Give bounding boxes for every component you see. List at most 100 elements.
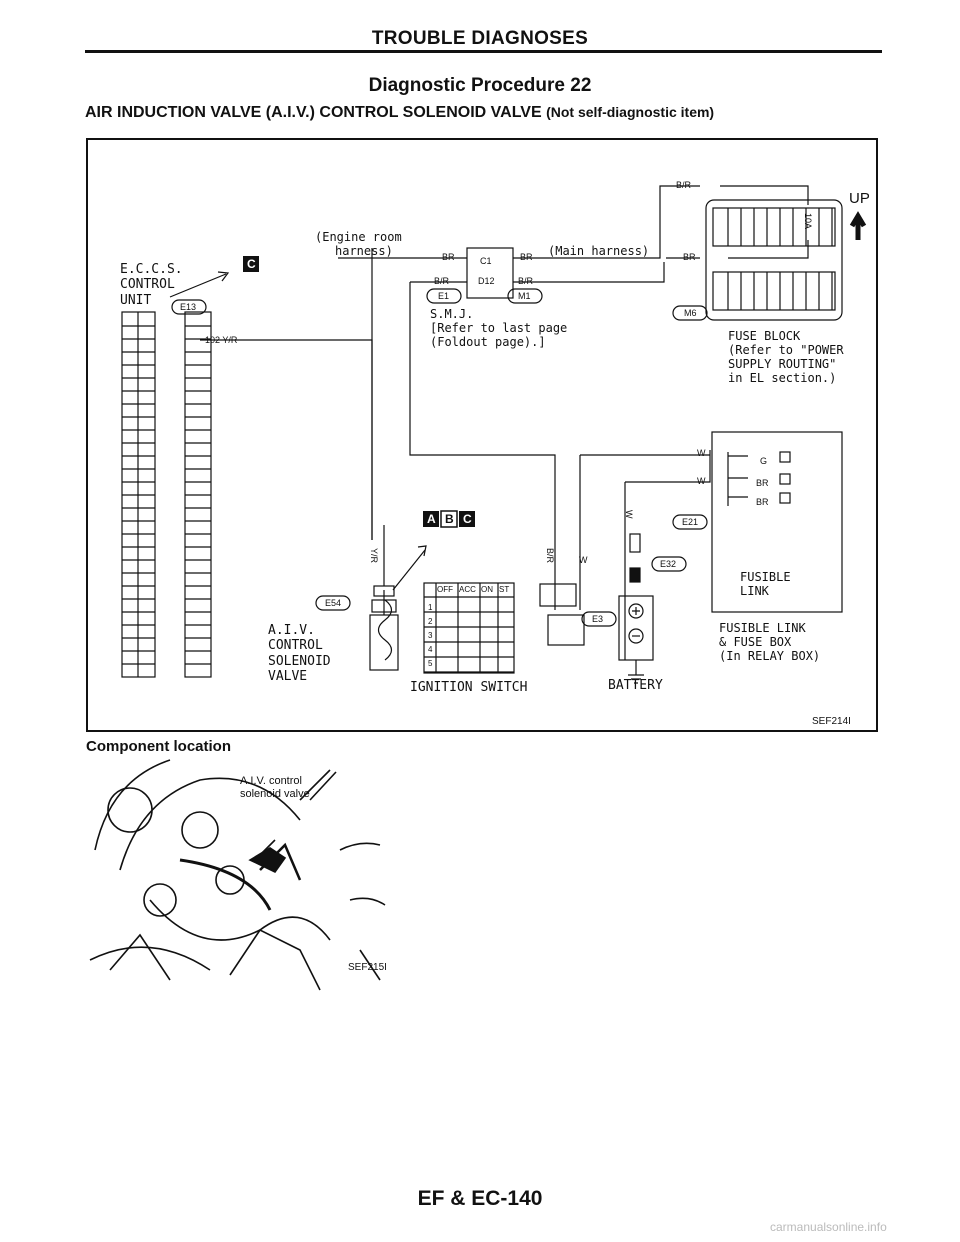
- smj-line-3: (Foldout page).]: [430, 335, 546, 350]
- connector-e21: E21: [682, 517, 699, 527]
- callout-line-2: solenoid valve: [240, 788, 310, 801]
- connector-e32: E32: [660, 559, 677, 569]
- aiv-valve-body: [369, 614, 399, 671]
- fusible-link-line-2: LINK: [740, 584, 769, 599]
- engine-harness-line-1: (Engine room: [315, 230, 402, 244]
- connector-m6: M6: [684, 308, 697, 318]
- callout-line-1: A.I.V. control: [240, 775, 302, 787]
- ign-row-3: 3: [428, 631, 433, 640]
- fl-wire-br-2: BR: [756, 497, 769, 507]
- fusible-link-cell: [779, 492, 791, 504]
- component-photo: [89, 759, 386, 991]
- photo-callout: A.I.V. control solenoid valve: [240, 775, 310, 801]
- smj-line-1: S.M.J.: [430, 307, 474, 321]
- connector-c1: C1: [480, 256, 492, 266]
- watermark: carmanualsonline.info: [770, 1220, 887, 1234]
- eccs-line-1: E.C.C.S.: [120, 262, 183, 277]
- connector-e54: E54: [325, 598, 342, 608]
- fuse-block-label: FUSE BLOCK (Refer to "POWER SUPPLY ROUTI…: [728, 329, 844, 386]
- fuse-block-line-2: (Refer to "POWER: [728, 343, 844, 358]
- wire-br-r-1: B/R: [434, 276, 450, 286]
- engine-harness-label: (Engine room harness): [315, 230, 402, 258]
- wire-br-2: BR: [520, 252, 533, 262]
- wire-w-1: W: [697, 448, 706, 458]
- engine-harness-line-2: harness): [335, 244, 393, 259]
- page-number: EF & EC-140: [417, 1187, 543, 1210]
- ign-col-off: OFF: [437, 585, 453, 594]
- main-harness-label: (Main harness): [548, 244, 650, 258]
- aiv-label: A.I.V. CONTROL SOLENOID VALVE: [268, 623, 331, 684]
- aiv-line-2: CONTROL: [268, 638, 323, 654]
- ign-row-2: 2: [428, 617, 433, 626]
- fusible-link-elements: [728, 451, 791, 504]
- section-header: TROUBLE DIAGNOSES: [371, 28, 589, 49]
- fusible-link-label: FUSIBLE LINK: [740, 570, 791, 598]
- ignition-rows: 1 2 3 4 5: [428, 603, 432, 673]
- fuse-block-line-4: in EL section.): [728, 371, 837, 386]
- figure-code-1: SEF214I: [812, 716, 851, 727]
- wiring-diagram-frame: [86, 138, 878, 732]
- subtitle-note: (Not self-diagnostic item): [546, 104, 715, 120]
- fl-box-line-3: (In RELAY BOX): [719, 649, 821, 664]
- aiv-line-3: SOLENOID: [268, 653, 331, 669]
- fl-wire-br-1: BR: [756, 478, 769, 488]
- up-label: UP: [849, 190, 870, 207]
- wire-br-1: BR: [442, 252, 455, 262]
- wire-br-3: BR: [683, 252, 696, 262]
- abc-b: B: [445, 512, 454, 526]
- abc-badges: [243, 256, 475, 528]
- abc-c: C: [463, 512, 472, 526]
- fusible-link-line-1: FUSIBLE: [740, 570, 791, 584]
- fuse-block-cells: [727, 208, 833, 310]
- connector-e13: E13: [180, 302, 197, 312]
- pin-label-102: 102 Y/R: [205, 335, 238, 345]
- subtitle-main: AIR INDUCTION VALVE (A.I.V.) CONTROL SOL…: [85, 104, 542, 121]
- fl-box-line-1: FUSIBLE LINK: [719, 621, 806, 635]
- procedure-title: Diagnostic Procedure 22: [368, 75, 592, 96]
- ignition-switch-label: IGNITION SWITCH: [410, 680, 528, 695]
- aiv-line-4: VALVE: [268, 668, 308, 684]
- fuse-block-line-3: SUPPLY ROUTING": [728, 357, 837, 372]
- procedure-subtitle: AIR INDUCTION VALVE (A.I.V.) CONTROL SOL…: [85, 104, 714, 122]
- wire-br-r-3: B/R: [676, 180, 692, 190]
- battery-label: BATTERY: [608, 678, 663, 693]
- ign-row-1: 1: [428, 603, 433, 612]
- ign-row-5: 5: [428, 659, 433, 668]
- eccs-line-2: CONTROL: [120, 277, 175, 293]
- wire-yr: Y/R: [369, 548, 379, 564]
- wire-w-batt: W: [624, 510, 634, 519]
- eccs-label: E.C.C.S. CONTROL UNIT: [120, 262, 183, 308]
- ign-col-st: ST: [499, 585, 510, 594]
- connector-e3: E3: [592, 614, 604, 624]
- header-rule: [85, 50, 882, 53]
- wire-br-r-ign: B/R: [545, 548, 555, 564]
- smj-line-2: [Refer to last page: [430, 321, 568, 336]
- wire-w-2: W: [697, 476, 706, 486]
- ign-row-4: 4: [428, 645, 433, 654]
- ign-col-on: ON: [481, 585, 493, 594]
- wire-w-ign: W: [579, 555, 588, 565]
- fl-wire-g: G: [760, 456, 768, 466]
- abc-a: A: [427, 512, 436, 526]
- connector-d12: D12: [478, 276, 495, 286]
- wire-br-r-2: B/R: [518, 276, 534, 286]
- fusible-link-box-label: FUSIBLE LINK & FUSE BOX (In RELAY BOX): [719, 621, 820, 663]
- figure-code-2: SEF215I: [348, 962, 387, 973]
- ignition-switch-table: [423, 582, 515, 674]
- fl-box-line-2: & FUSE BOX: [719, 635, 792, 650]
- fuse-10a: 10A: [803, 213, 813, 230]
- fusible-link-cell: [779, 473, 791, 485]
- fusible-link-cell: [779, 451, 791, 463]
- aiv-line-1: A.I.V.: [268, 623, 315, 638]
- eccs-pin-rows: [122, 312, 211, 677]
- connector-e1: E1: [438, 291, 450, 301]
- smj-label: S.M.J. [Refer to last page (Foldout page…: [430, 307, 567, 349]
- ign-col-acc: ACC: [459, 585, 476, 594]
- ignition-switch-grid: [424, 583, 514, 673]
- connector-m1: M1: [518, 291, 531, 301]
- fuse-block-line-1: FUSE BLOCK: [728, 329, 801, 343]
- component-location-heading: Component location: [86, 738, 231, 755]
- c-badge: C: [247, 257, 256, 271]
- eccs-line-3: UNIT: [120, 292, 152, 308]
